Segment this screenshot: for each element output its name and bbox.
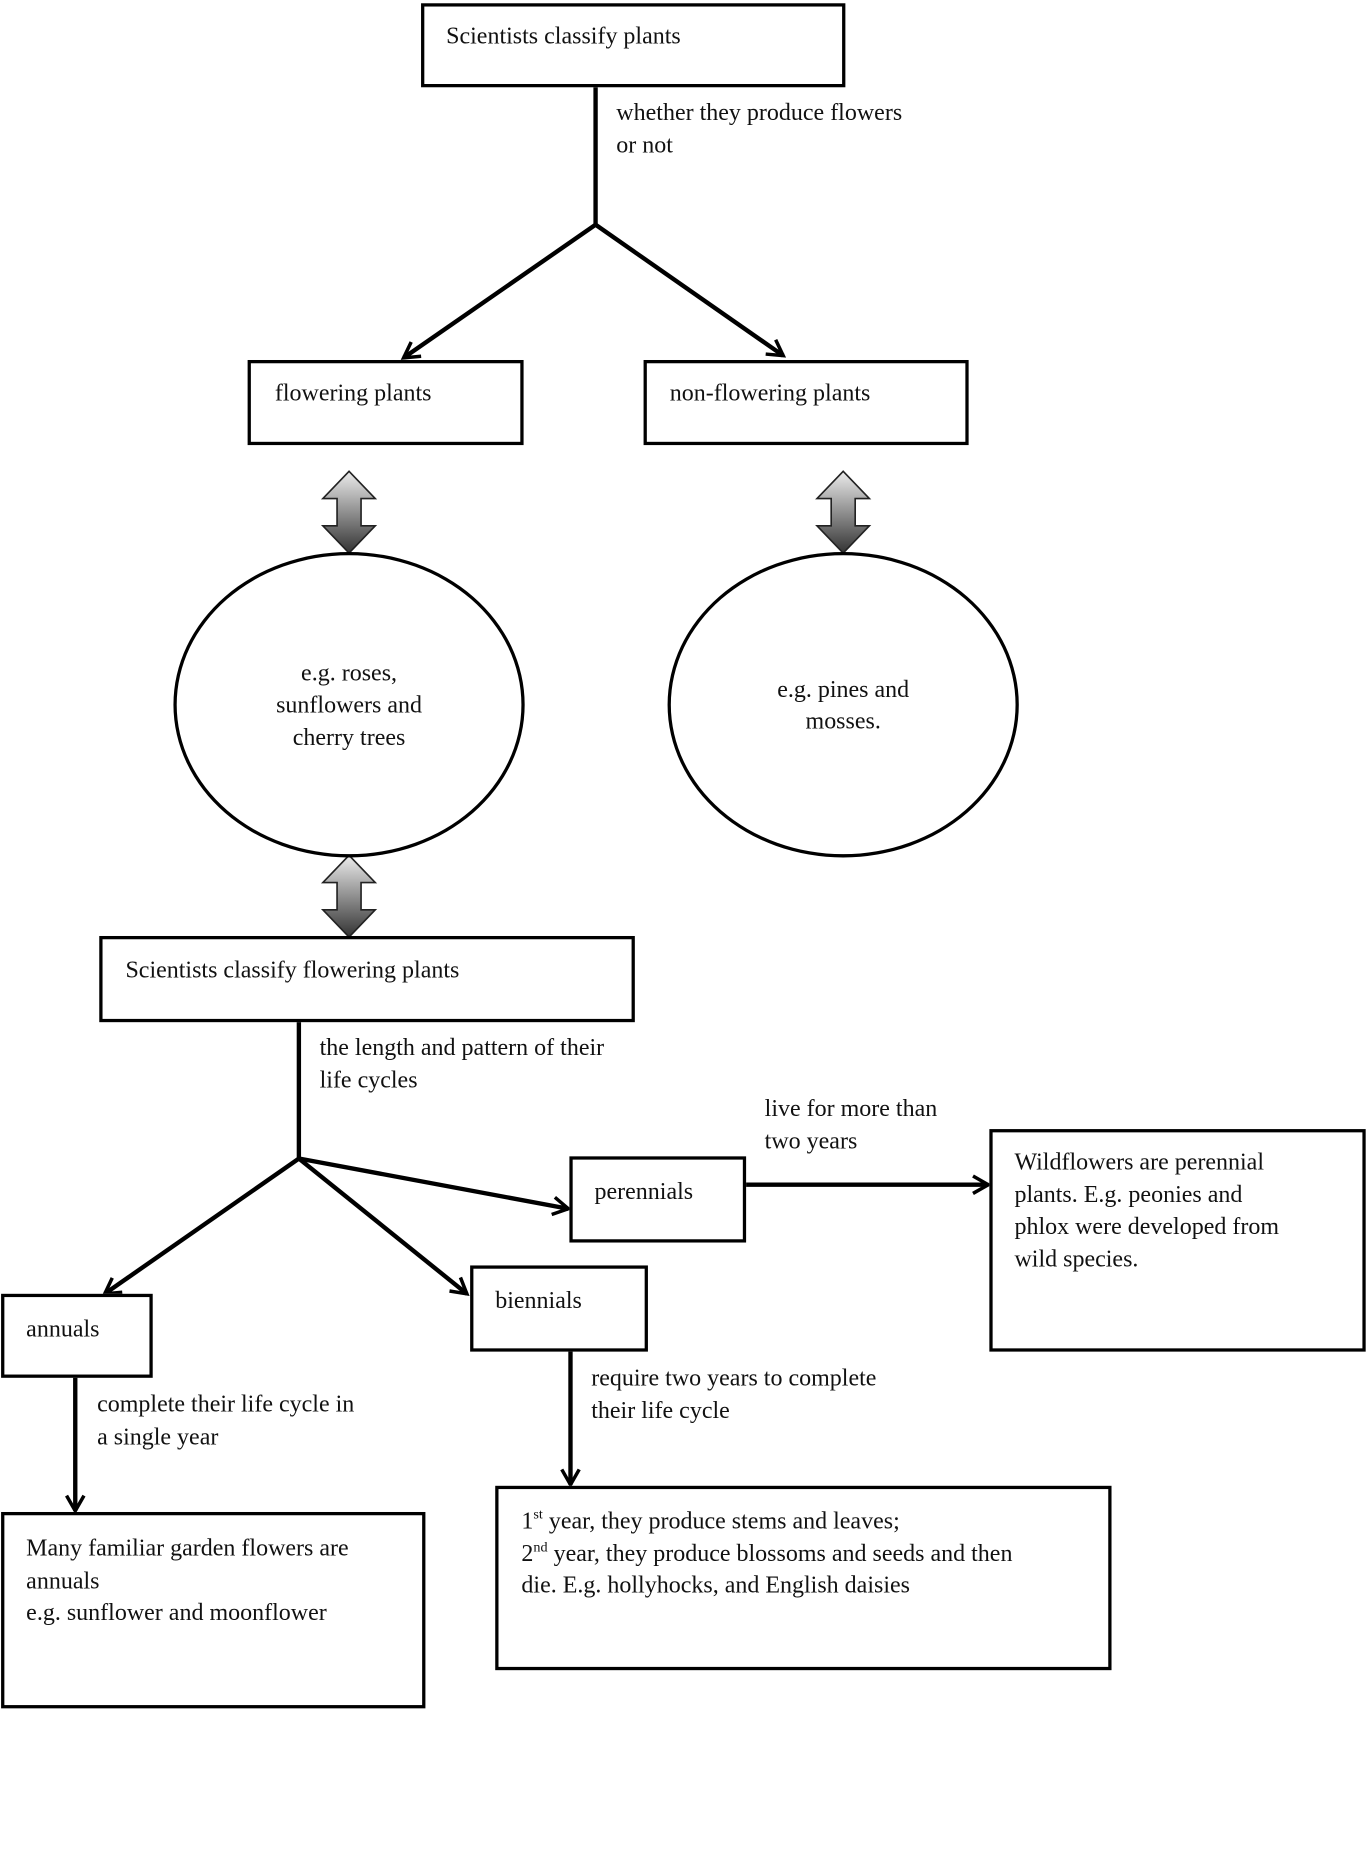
node-biennials: biennials <box>470 1265 648 1352</box>
edge-label-live-more: live for more than two years <box>764 1094 938 1154</box>
node-flowering-plants: flowering plants <box>247 359 524 446</box>
node-classify-flowering-text: Scientists classify flowering plants <box>125 955 460 983</box>
node-flowering-plants-text: flowering plants <box>274 378 432 406</box>
double-arrow-classify-flowering <box>320 854 378 939</box>
node-non-flowering-examples: e.g. pines and mosses. <box>667 551 1019 858</box>
node-non-flowering-examples-text: e.g. pines and mosses. <box>777 674 910 735</box>
node-non-flowering-plants-text: non-flowering plants <box>669 378 871 406</box>
edge-label-single-year: complete their life cycle in a single ye… <box>97 1389 355 1450</box>
node-classify-flowering: Scientists classify flowering plants <box>99 935 635 1023</box>
edge-to-biennials <box>297 1156 470 1297</box>
node-flowering-examples-text: e.g. roses, sunflowers and cherry trees <box>276 658 423 751</box>
node-annuals-text: annuals <box>26 1314 100 1342</box>
double-arrow-flowering <box>320 470 378 555</box>
node-biennials-detail: 1st year, they produce stems and leaves;… <box>495 1485 1112 1671</box>
node-perennials: perennials <box>569 1156 747 1243</box>
node-annuals-detail: Many familiar garden flowers are annuals… <box>1 1511 426 1709</box>
biennials-line-1: 1st year, they produce stems and leaves; <box>521 1505 900 1534</box>
biennials-line-3: die. E.g. hollyhocks, and English daisie… <box>521 1570 910 1599</box>
edge-label-two-years: require two years to complete their life… <box>591 1363 877 1424</box>
biennials-line-2: 2nd year, they produce blossoms and seed… <box>521 1537 1013 1566</box>
edge-to-annuals <box>101 1156 301 1296</box>
node-perennials-text: perennials <box>594 1177 694 1205</box>
edge-to-perennials <box>298 1156 572 1217</box>
node-classify-plants-text: Scientists classify plants <box>446 21 681 50</box>
node-perennials-detail-text: Wildflowers are perennial plants. E.g. p… <box>1014 1147 1279 1272</box>
node-annuals: annuals <box>1 1293 153 1378</box>
node-biennials-text: biennials <box>495 1286 582 1314</box>
node-classify-plants: Scientists classify plants <box>421 3 846 88</box>
node-biennials-detail-text: 1st year, they produce stems and leaves;… <box>521 1504 1012 1601</box>
edge-to-flowering <box>400 222 597 360</box>
node-annuals-detail-text: Many familiar garden flowers are annuals… <box>26 1533 349 1626</box>
node-non-flowering-plants: non-flowering plants <box>643 359 969 446</box>
edge-label-produce-flowers: whether they produce flowers or not <box>616 98 903 158</box>
double-arrow-non-flowering <box>815 470 872 555</box>
connectors <box>65 87 992 1515</box>
edge-to-non-flowering <box>594 222 787 358</box>
edge-label-life-cycles: the length and pattern of their life cyc… <box>319 1033 605 1093</box>
node-flowering-examples: e.g. roses, sunflowers and cherry trees <box>173 551 525 858</box>
node-perennials-detail: Wildflowers are perennial plants. E.g. p… <box>989 1129 1366 1352</box>
